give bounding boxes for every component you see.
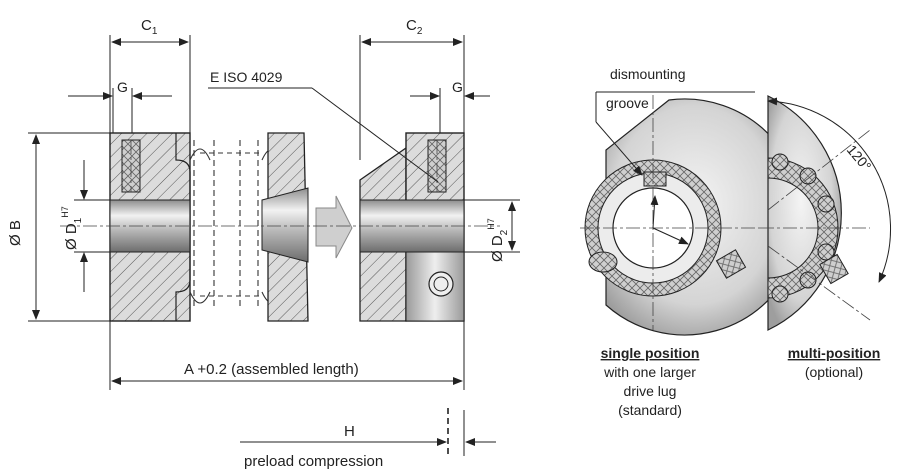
- right-hub-assembled: [359, 132, 465, 322]
- c2-label: C2: [406, 17, 423, 37]
- assembly-arrow: [315, 195, 353, 259]
- left-hub-section: [109, 132, 191, 322]
- preload-label: preload compression: [244, 453, 383, 470]
- multi-position-view: [760, 95, 892, 331]
- multi-position-line1: (optional): [805, 364, 863, 380]
- groove-label: groove: [606, 95, 649, 111]
- single-position-line2: drive lug: [624, 383, 677, 399]
- h-label: H: [344, 423, 355, 440]
- g-left-label: G: [117, 79, 128, 95]
- dismounting-label: dismounting: [610, 66, 686, 82]
- single-position-line1: with one larger: [603, 364, 696, 380]
- centre-lines: [60, 140, 500, 227]
- dia-d2-label: Ø D2H7: [486, 218, 510, 262]
- dia-d1-label: Ø D1H7: [60, 206, 84, 250]
- single-position-title: single position: [601, 345, 700, 361]
- e-iso-label: E ISO 4029: [210, 69, 283, 85]
- single-position-line3: (standard): [618, 402, 682, 418]
- spider-element: [189, 140, 283, 310]
- a-length-label: A +0.2 (assembled length): [184, 361, 359, 378]
- dimension-lines: [28, 35, 520, 456]
- cone-part: [261, 132, 309, 322]
- dia-b-label: Ø B: [7, 220, 24, 246]
- multi-position-title: multi-position: [788, 345, 881, 361]
- g-right-label: G: [452, 79, 463, 95]
- c1-label: C1: [141, 17, 158, 37]
